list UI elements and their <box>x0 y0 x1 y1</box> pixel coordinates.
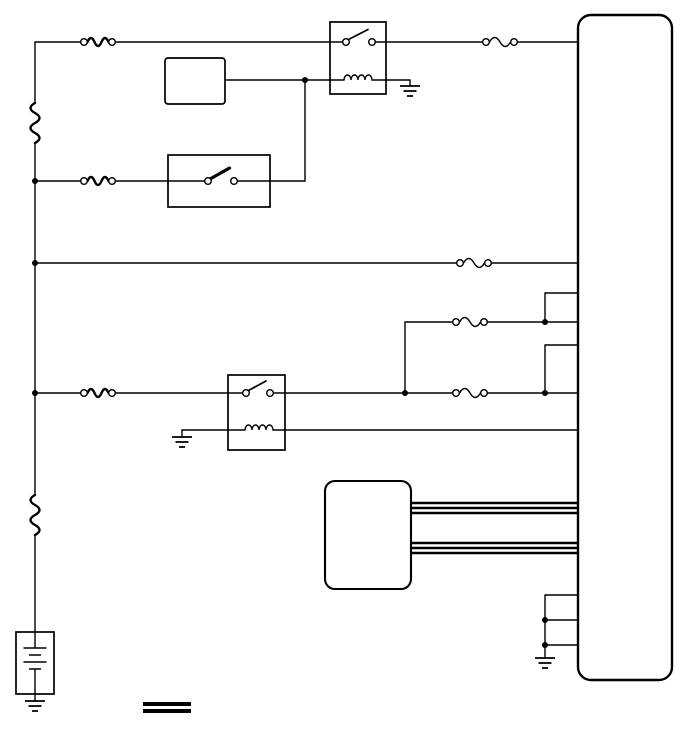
coil-trigger-branch <box>302 77 308 182</box>
relay-1-coil <box>224 74 421 97</box>
fuse-icon <box>456 257 492 269</box>
control-module <box>576 13 674 682</box>
ground-icon <box>534 657 556 669</box>
fused-branch-1 <box>404 316 579 394</box>
top-feed-wire <box>34 36 331 48</box>
module-ground-cluster <box>534 594 579 669</box>
relay-1-switch-contact <box>329 28 387 47</box>
relay-1-body <box>329 21 387 95</box>
junction-dot <box>542 390 548 396</box>
relay-2-output-wire <box>284 387 579 399</box>
junction-dot <box>32 390 38 396</box>
relay-1-output-wire <box>385 36 579 48</box>
twisted-wire-icon <box>79 36 117 48</box>
twisted-wire-icon <box>29 493 41 537</box>
module-bracket-2 <box>544 344 579 394</box>
switch-feed-wire <box>32 175 169 187</box>
junction-dot <box>402 390 408 396</box>
junction-dot <box>32 260 38 266</box>
relay-2-coil <box>171 424 579 448</box>
ground-icon <box>24 700 46 712</box>
relay-2-switch-contact <box>227 380 286 398</box>
left-power-bus <box>29 41 41 633</box>
toggle-switch-contact <box>167 166 271 185</box>
double-bus-bar <box>143 702 191 713</box>
twisted-wire-icon <box>79 175 117 187</box>
module-bracket-1 <box>544 292 579 323</box>
junction-dot <box>542 642 548 648</box>
twisted-wire-icon <box>79 387 117 399</box>
ground-icon <box>399 85 421 97</box>
relay-2-feed-wire <box>32 387 229 399</box>
fuse-icon <box>482 36 518 48</box>
wire-band-upper <box>411 501 578 515</box>
middle-feed-wire <box>32 257 579 269</box>
wire-band-lower <box>411 541 578 555</box>
junction-dot <box>302 77 308 83</box>
junction-dot <box>542 617 548 623</box>
fuse-icon <box>452 316 488 328</box>
ground-icon <box>171 436 193 448</box>
junction-dot <box>32 178 38 184</box>
junction-dot <box>542 319 548 325</box>
component-box <box>164 57 226 105</box>
fuse-icon <box>452 387 488 399</box>
battery-cells <box>23 631 47 712</box>
relay-2-body <box>227 374 286 451</box>
actuator-box <box>323 479 413 591</box>
twisted-wire-icon <box>29 101 41 145</box>
